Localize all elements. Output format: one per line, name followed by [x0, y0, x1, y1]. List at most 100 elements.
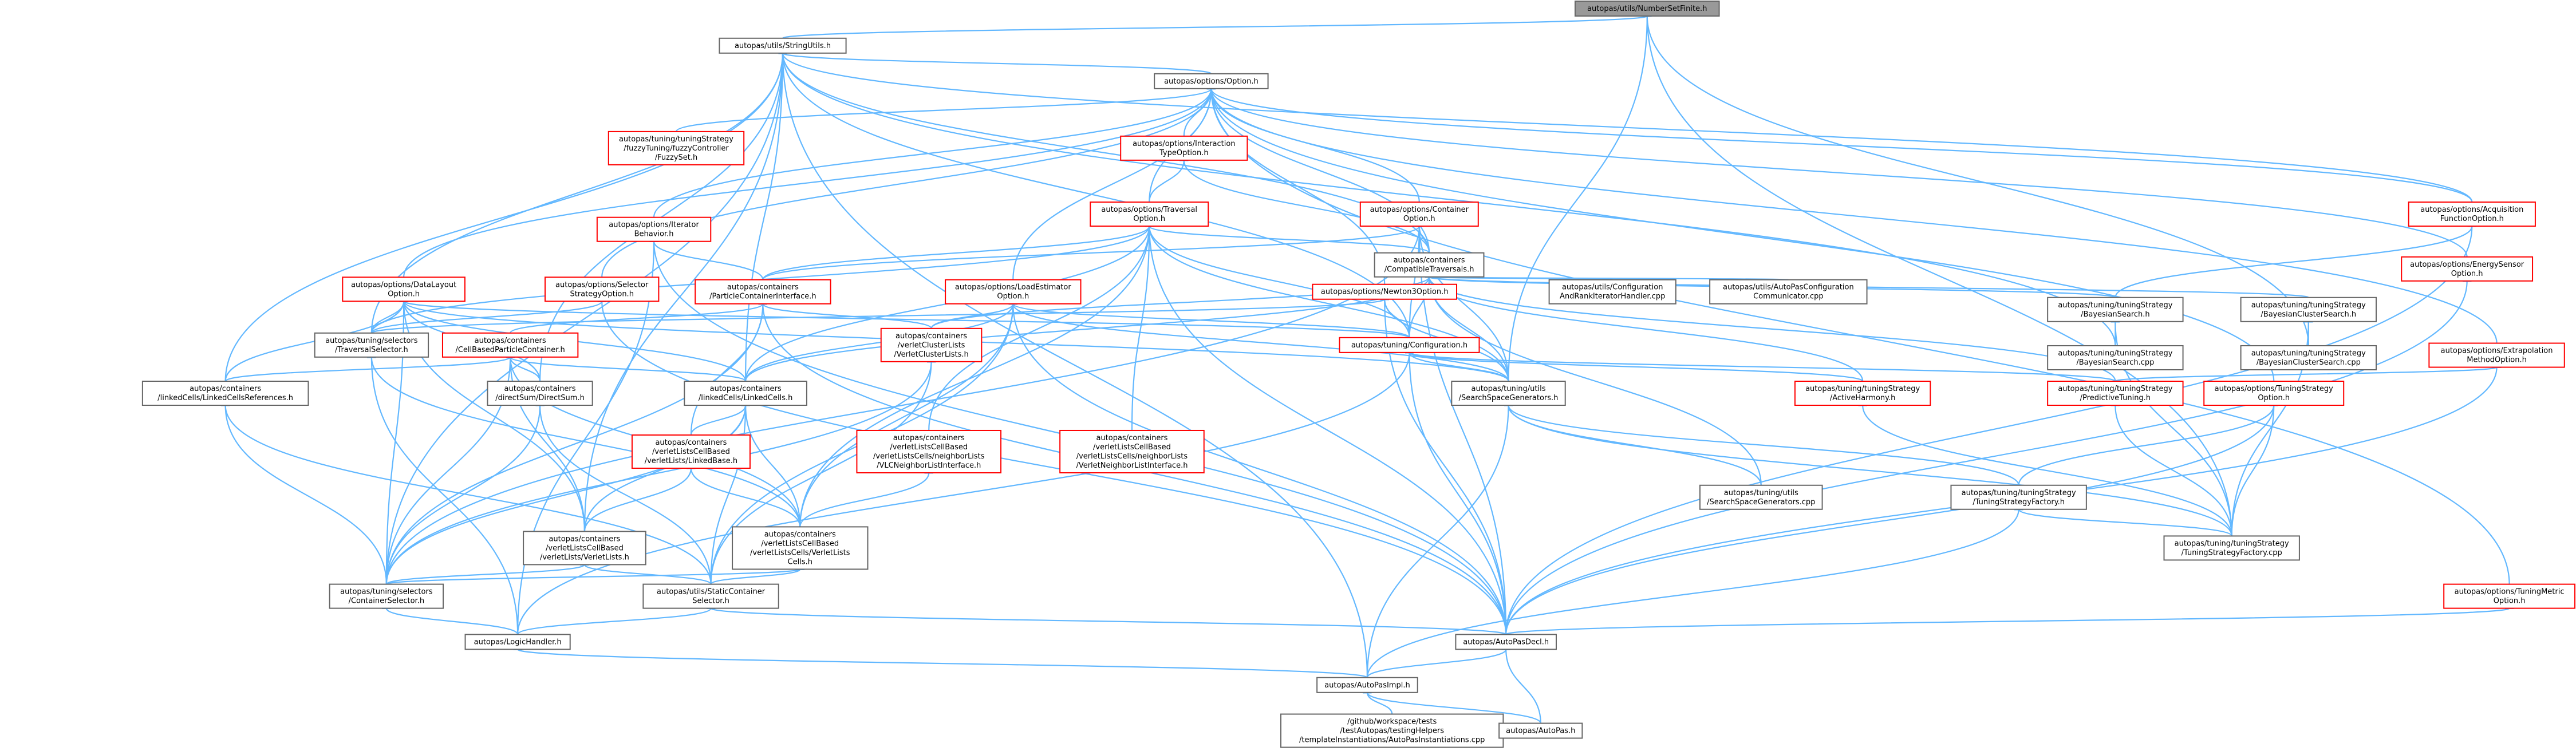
- node-bayesiansearchh[interactable]: autopas/tuning/tuningStrategy/BayesianSe…: [2047, 297, 2184, 322]
- node-configuration[interactable]: autopas/tuning/Configuration.h: [1339, 337, 1480, 353]
- edge-tuningstrategyoption-to-tsfactorycpp: [2231, 405, 2274, 536]
- node-label-line: autopas/LogicHandler.h: [474, 638, 562, 646]
- node-label-line: autopas/containers: [475, 337, 546, 345]
- node-label-line: autopas/utils/StringUtils.h: [735, 42, 831, 50]
- node-autopasdecl[interactable]: autopas/AutoPasDecl.h: [1455, 634, 1557, 650]
- node-linkedcellsrefs[interactable]: autopas/containers/linkedCells/LinkedCel…: [141, 381, 309, 406]
- node-bayesianclustercpp[interactable]: autopas/tuning/tuningStrategy/BayesianCl…: [2240, 345, 2377, 370]
- node-vlcneighbor[interactable]: autopas/containers/verletListsCellBased/…: [856, 429, 1002, 473]
- node-traversalselector[interactable]: autopas/tuning/selectors/TraversalSelect…: [314, 332, 429, 358]
- node-stringutils[interactable]: autopas/utils/StringUtils.h: [719, 37, 847, 54]
- node-numberset[interactable]: autopas/utils/NumberSetFinite.h: [1574, 1, 1720, 17]
- node-searchspacegenerators[interactable]: autopas/tuning/utils/SearchSpaceGenerato…: [1451, 381, 1566, 406]
- node-label-line: /ActiveHarmony.h: [1830, 394, 1896, 402]
- node-directsum[interactable]: autopas/containers/directSum/DirectSum.h: [487, 381, 593, 406]
- node-label-line: autopas/utils/NumberSetFinite.h: [1587, 5, 1707, 13]
- node-label-line: /directSum/DirectSum.h: [495, 394, 585, 402]
- node-verletlistscells[interactable]: autopas/containers/verletListsCellBased/…: [732, 526, 869, 570]
- node-label-line: autopas/tuning/tuningStrategy: [1962, 489, 2076, 497]
- edge-cellbasedcontainer-to-directsum: [510, 357, 541, 382]
- edge-linkedcellsrefs-to-containerselector: [226, 405, 387, 584]
- node-box: [2047, 381, 2184, 406]
- node-label-line: /TraversalSelector.h: [335, 346, 408, 354]
- node-containerselector[interactable]: autopas/tuning/selectors/ContainerSelect…: [329, 583, 444, 609]
- node-cellbasedcontainer[interactable]: autopas/containers/CellBasedParticleCont…: [441, 332, 579, 358]
- edge-loadestimator-to-verletclusterlists: [930, 304, 1013, 329]
- edge-loadestimator-to-searchspacegenerators: [1013, 304, 1509, 382]
- node-newton3[interactable]: autopas/options/Newton3Option.h: [1312, 283, 1458, 300]
- node-label-line: autopas/options/EnergySensor: [2410, 260, 2524, 269]
- node-linkedcells[interactable]: autopas/containers/linkedCells/LinkedCel…: [684, 381, 807, 406]
- edge-extrapolation-to-predictivetuning: [2115, 367, 2496, 382]
- node-tsfactoryh[interactable]: autopas/tuning/tuningStrategy/TuningStra…: [1950, 484, 2087, 510]
- node-autopash[interactable]: autopas/AutoPas.h: [1498, 722, 1583, 739]
- node-label-line: autopas/tuning/tuningStrategy: [2058, 385, 2172, 393]
- node-autopasconfigcomm[interactable]: autopas/utils/AutoPasConfigurationCommun…: [1709, 279, 1868, 305]
- edge-loadestimator-to-verletlistscells: [799, 304, 1013, 527]
- node-label-line: autopas/containers: [655, 438, 727, 447]
- node-label-line: /verletListsCellBased: [546, 544, 624, 552]
- node-fuzzyset[interactable]: autopas/tuning/tuningStrategy/fuzzyTunin…: [607, 131, 745, 165]
- node-label-line: autopas/options/DataLayout: [351, 280, 456, 289]
- node-acquisition[interactable]: autopas/options/AcquisitionFunctionOptio…: [2408, 201, 2536, 227]
- edge-directsum-to-staticcontainerselector: [540, 405, 712, 584]
- node-box: [684, 381, 807, 406]
- node-box: [1316, 677, 1418, 693]
- edge-traversalselector-to-logichandler: [372, 357, 519, 635]
- node-predictivetuning[interactable]: autopas/tuning/tuningStrategy/Predictive…: [2047, 381, 2184, 406]
- node-tsfactorycpp[interactable]: autopas/tuning/tuningStrategy/TuningStra…: [2163, 535, 2300, 561]
- node-activeharmony[interactable]: autopas/tuning/tuningStrategy/ActiveHarm…: [1794, 381, 1931, 406]
- edge-containeroption-to-particlecontainerinterface: [762, 226, 1419, 280]
- node-label-line: autopas/containers: [549, 535, 620, 543]
- node-extrapolation[interactable]: autopas/options/ExtrapolationMethodOptio…: [2428, 342, 2565, 368]
- edge-datalayout-to-configuration: [404, 301, 1410, 338]
- node-label-line: /templateInstantiations/AutoPasInstantia…: [1299, 736, 1485, 745]
- node-templateinst[interactable]: /github/workspace/tests/testAutopas/test…: [1280, 713, 1504, 748]
- node-bayesianclusterh[interactable]: autopas/tuning/tuningStrategy/BayesianCl…: [2240, 297, 2377, 322]
- node-box: [1120, 135, 1248, 161]
- node-label-line: /fuzzyTuning/fuzzyController: [624, 144, 729, 153]
- node-box: [1059, 429, 1205, 473]
- node-particlecontainerinterface[interactable]: autopas/containers/ParticleContainerInte…: [695, 279, 831, 305]
- node-logichandler[interactable]: autopas/LogicHandler.h: [464, 634, 571, 650]
- node-verletclusterlists[interactable]: autopas/containers/verletClusterLists/Ve…: [880, 327, 983, 362]
- edge-verletclusterlists-to-containerselector: [385, 362, 932, 584]
- node-label-line: AndRankIteratorHandler.cpp: [1560, 293, 1665, 301]
- node-box: [1280, 713, 1504, 748]
- node-verletlists[interactable]: autopas/containers/verletListsCellBased/…: [523, 531, 646, 566]
- edge-numberset-to-stringutils: [782, 16, 1647, 39]
- edge-verletlistscells-to-staticcontainerselector: [710, 569, 800, 585]
- edge-tuningstrategyoption-to-autopasdecl: [1505, 405, 2274, 635]
- node-verletlistsbase[interactable]: autopas/containers/verletListsCellBased/…: [631, 434, 751, 469]
- node-label-line: autopas/tuning/utils: [1471, 385, 1545, 393]
- node-box: [596, 216, 712, 242]
- node-autopasimpl[interactable]: autopas/AutoPasImpl.h: [1316, 677, 1418, 693]
- edge-traversaloption-to-verletneighbor: [1131, 226, 1149, 430]
- node-searchspacecpp[interactable]: autopas/tuning/utils/SearchSpaceGenerato…: [1699, 484, 1823, 510]
- node-label-line: autopas/containers: [1394, 256, 1465, 265]
- node-label-line: autopas/tuning/tuningStrategy: [1805, 385, 1920, 393]
- node-label-line: Option.h: [1403, 215, 1435, 223]
- node-label-line: autopas/tuning/tuningStrategy: [2058, 301, 2172, 310]
- edge-verletlistscells-to-containerselector: [385, 569, 800, 585]
- node-configandrank[interactable]: autopas/utils/ConfigurationAndRankIterat…: [1548, 279, 1676, 305]
- node-option[interactable]: autopas/options/Option.h: [1154, 73, 1269, 89]
- edge-traversaloption-to-vlcneighbor: [928, 226, 1149, 430]
- node-verletneighbor[interactable]: autopas/containers/verletListsCellBased/…: [1059, 429, 1205, 473]
- edge-option-to-fuzzyset: [675, 89, 1211, 132]
- edge-stringutils-to-autopasimpl: [783, 53, 1368, 678]
- node-compatibletraversals[interactable]: autopas/containers/CompatibleTraversals.…: [1374, 252, 1485, 278]
- node-bayesiansearchcpp[interactable]: autopas/tuning/tuningStrategy/BayesianSe…: [2047, 345, 2184, 370]
